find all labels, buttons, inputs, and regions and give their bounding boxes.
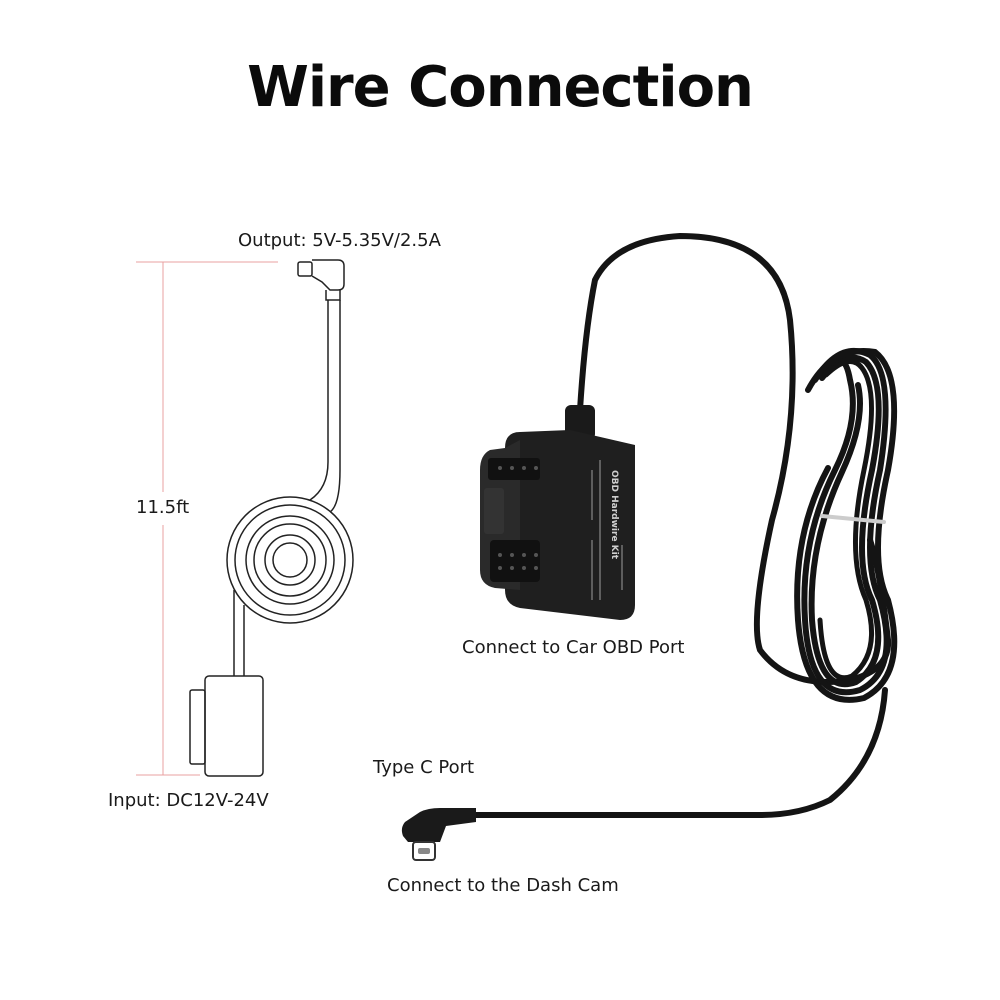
type-c-plug [401,808,476,861]
page-title: Wire Connection [247,55,754,120]
obd-port-label: Connect to Car OBD Port [462,637,685,658]
dimension-marker [136,261,278,776]
length-label: 11.5ft [136,497,190,518]
module-brand-text: OBD Hardwire Kit [609,470,619,560]
line-drawing-cable [189,259,354,777]
dash-cam-label: Connect to the Dash Cam [387,875,619,896]
obd-module: OBD Hardwire Kit [480,405,635,620]
output-label: Output: 5V-5.35V/2.5A [238,230,441,251]
input-label: Input: DC12V-24V [108,790,269,811]
obd-cable-coil [467,232,898,818]
type-c-port-label: Type C Port [373,757,475,778]
